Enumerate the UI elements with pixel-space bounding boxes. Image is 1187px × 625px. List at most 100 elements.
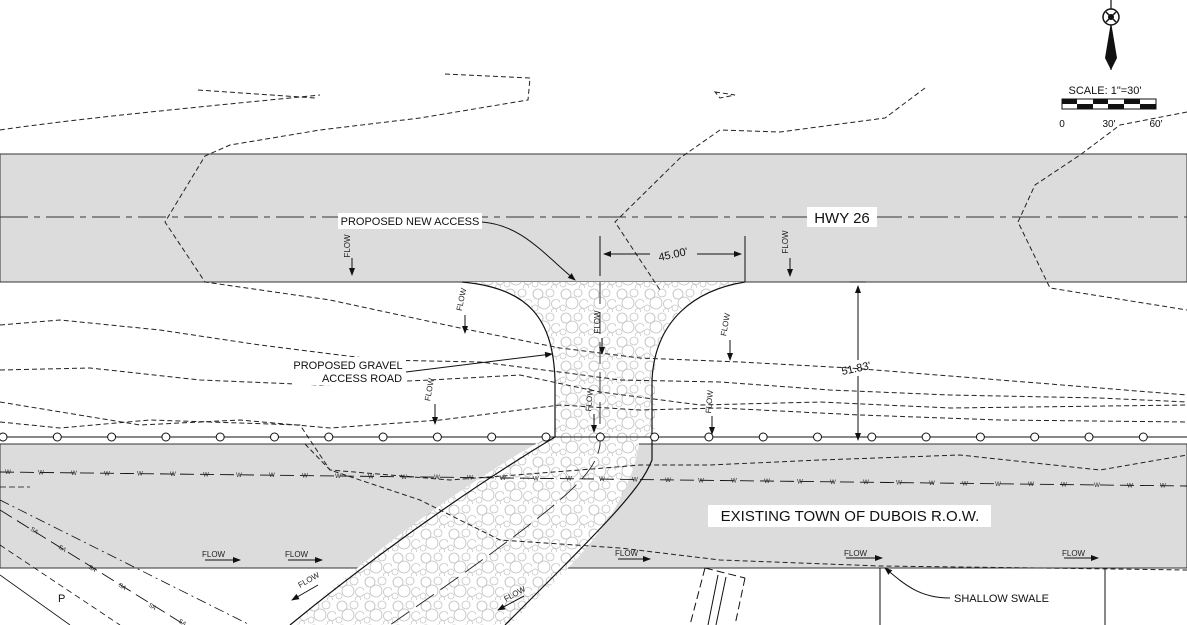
water-line-marker: W [467,476,473,482]
water-line-marker: W [929,481,935,487]
water-line-marker: W [302,474,308,480]
flow-label: FLOW [1062,549,1086,558]
water-line-marker: W [236,473,242,479]
water-line-marker: W [170,472,176,478]
water-line-marker: W [1061,483,1067,489]
flow-label: FLOW [781,230,790,254]
water-line-marker: W [797,479,803,485]
fence-post [270,432,279,442]
flow-label: FLOW [844,549,868,558]
sanitary-line-marker: SA [57,545,67,554]
access-edge-left [289,281,556,625]
fence-post [541,432,551,442]
fence-post [161,432,171,442]
water-line-marker: W [434,475,440,481]
flow-label: FLOW [202,550,226,559]
fence-post [650,432,660,442]
water-line-marker: W [368,474,374,480]
water-line-marker: W [830,480,836,486]
water-line-marker: W [533,476,539,482]
fence-post [432,432,442,442]
water-line-marker: W [401,475,407,481]
leader-gravel [405,351,553,373]
leader-new-access [481,221,576,281]
label-gravel-line2: ACCESS ROAD [322,373,402,385]
fence-post [975,432,985,442]
fence-posts [0,432,1148,442]
label-highway: HWY 26 [814,210,870,227]
sanitary-line-marker: SA [117,583,127,592]
water-line-marker: W [566,477,572,483]
water-line-marker: W [1160,484,1166,490]
dimension-setback [850,281,866,441]
sanitary-line-marker: SA [177,619,187,625]
sanitary-line-marker: SA [29,527,39,536]
label-gravel-box [292,357,406,385]
access-edge-right-curve [504,281,746,625]
fence-post [107,432,117,442]
swale-box [879,568,1106,625]
water-line-marker: W [203,472,209,478]
fence-post [813,432,822,442]
scale-label: SCALE: 1"=30' [1069,85,1142,97]
dimension-access-width [599,236,746,282]
label-new-access: PROPOSED NEW ACCESS [341,216,480,228]
flow-arrow [497,595,525,611]
fence-post [921,432,931,442]
water-line-marker: W [104,471,110,477]
fence-post [758,432,768,442]
scale-tick-1: 30' [1102,119,1115,130]
water-line-marker: W [896,481,902,487]
water-line-marker: W [335,474,341,480]
fence-post [704,432,714,442]
fence-post [0,432,8,442]
flow-label: FLOW [615,549,639,558]
label-power: P [58,593,65,605]
water-line-marker: W [71,471,77,477]
water-line-marker: W [1094,483,1100,489]
fence-post [52,432,62,442]
culvert [689,567,746,625]
leader-swale [884,567,951,599]
water-line-marker: W [665,478,671,484]
flow-label: FLOW [285,550,309,559]
gravel-access-upper [462,282,745,437]
fence-post [595,432,605,442]
water-line-marker: W [599,477,605,483]
fence-post [378,432,388,442]
sanitary-line [0,486,251,625]
water-line-marker: W [698,478,704,484]
water-line-marker: W [731,479,737,485]
water-line-marker: W [38,471,44,477]
water-line-marker: W [1127,483,1133,489]
label-row: EXISTING TOWN OF DUBOIS R.O.W. [721,508,980,525]
label-gravel-line1: PROPOSED GRAVEL [293,360,402,372]
contour-lines [0,73,1187,571]
fence-post [487,432,497,442]
flow-arrow [291,584,319,601]
dimension-setback-label: 51.83' [840,360,871,378]
fence-post [867,432,877,442]
flow-label: FLOW [297,570,322,590]
fence-post [1030,432,1040,442]
label-new-access-box [338,213,482,229]
scale-tick-2: 60' [1149,119,1162,130]
water-line-marker: W [1028,482,1034,488]
north-arrow-icon [1102,0,1120,70]
water-line-marker: W [269,473,275,479]
water-line-marker: W [962,481,968,487]
sanitary-line-marker: SA [87,565,97,574]
fence-post [1138,432,1148,442]
water-line-marker: W [5,470,11,476]
water-line [0,471,1187,487]
fence-post [215,432,225,442]
label-highway-box [807,207,877,227]
flow-label: FLOW [704,389,715,413]
label-row-box [708,505,991,527]
flow-label: FLOW [423,377,436,402]
label-shallow-swale: SHALLOW SWALE [954,593,1049,605]
